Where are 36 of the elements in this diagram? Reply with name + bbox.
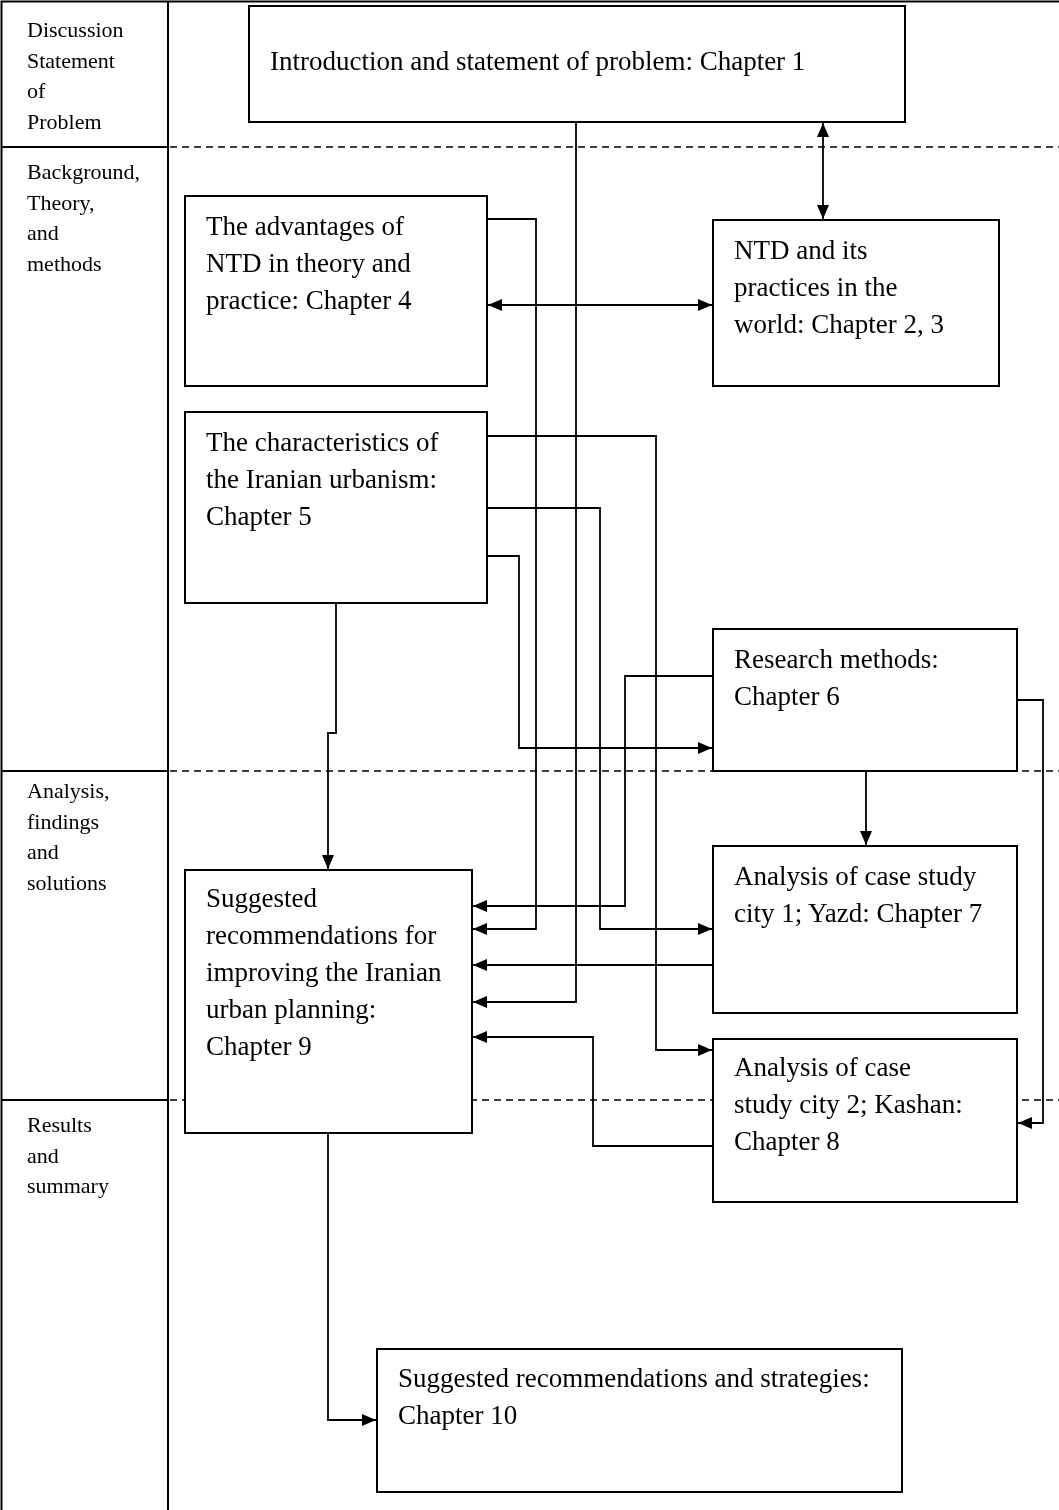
- box-text: NTD and its practices in the world: Chapter 2, 3: [734, 234, 945, 341]
- lane-label: Discussion Statement of Problem: [27, 16, 125, 136]
- connector-arrow: [472, 122, 577, 1008]
- box-text: Analysis of case study city 1; Yazd: Chapter 7: [734, 860, 984, 930]
- lane-label: Background, Theory, and methods: [27, 158, 142, 278]
- box-text: Research methods: Chapter 6: [734, 643, 940, 713]
- connector-arrow: [817, 122, 829, 220]
- connector-arrow: [1017, 699, 1044, 1129]
- connector-arrow: [472, 1031, 713, 1147]
- box-text: Suggested recommendations for improving the Iranian urban planning: Chapter 9: [206, 882, 443, 1063]
- connector-arrow: [327, 1133, 377, 1426]
- box-text: The characteristics of the Iranian urbanism: Chapter 5: [206, 426, 440, 533]
- connector-arrow: [472, 218, 537, 935]
- chapter-box: [712, 628, 1018, 772]
- box-text: The advantages of NTD in theory and practice: Chapter 4: [206, 210, 413, 317]
- chapter-box: [248, 5, 906, 123]
- chapter-box: [712, 845, 1018, 1014]
- chapter-box: [184, 195, 488, 387]
- connector-arrow: [322, 603, 337, 870]
- connector-arrow: [487, 507, 713, 935]
- lane-label: Results and summary: [27, 1111, 110, 1200]
- chapter-box: [184, 869, 473, 1134]
- lane-label: Analysis, findings and solutions: [27, 777, 111, 897]
- chapter-box: [376, 1348, 903, 1493]
- box-text: Analysis of case study city 2; Kashan: Chapter 8: [734, 1051, 964, 1158]
- chapter-box: [712, 1038, 1018, 1203]
- connector-arrow: [472, 675, 713, 912]
- connector-arrow: [472, 959, 713, 971]
- connector-arrow: [487, 435, 713, 1056]
- box-text: Introduction and statement of problem: Chapter 1: [270, 45, 807, 78]
- chapter-box: [712, 219, 1000, 387]
- connector-arrow: [487, 299, 713, 311]
- connector-arrow: [487, 555, 713, 754]
- connector-arrow: [860, 771, 872, 846]
- box-text: Suggested recommendations and strategies: Chapter 10: [398, 1362, 871, 1432]
- chapter-box: [184, 411, 488, 604]
